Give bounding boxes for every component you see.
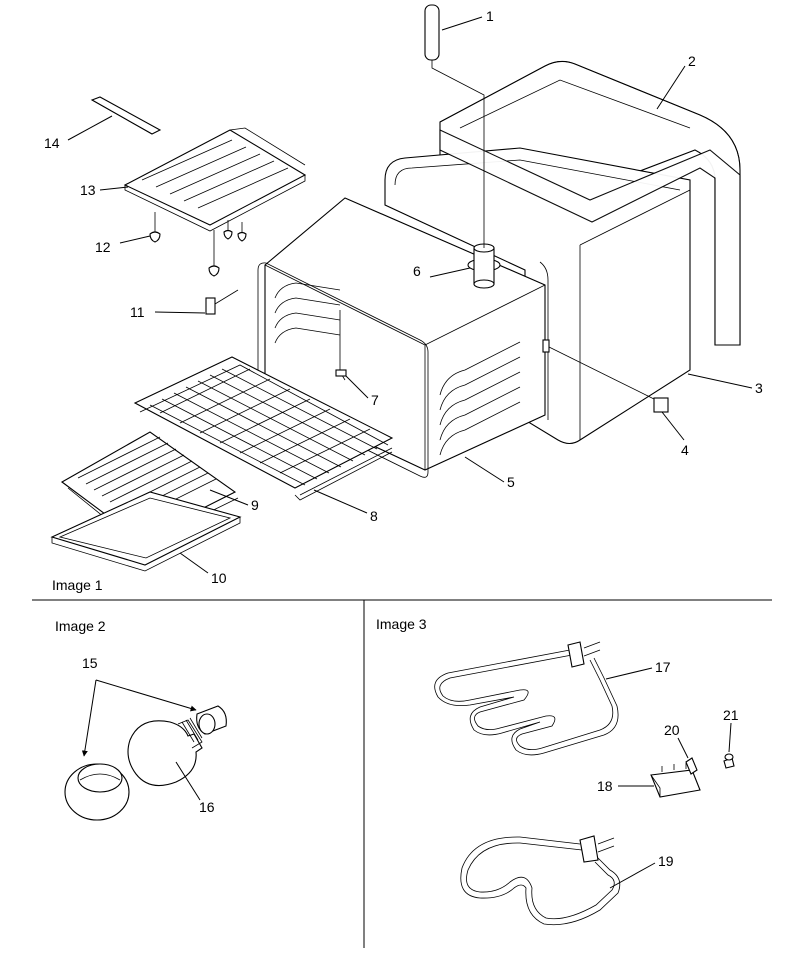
glass-sleeve: [196, 705, 227, 735]
callout-10: 10: [211, 570, 227, 586]
callout-15: 15: [82, 655, 98, 671]
mounting-clips: [149, 212, 247, 277]
temperature-sensor: [424, 4, 485, 248]
callout-16: 16: [199, 799, 215, 815]
callout-11: 11: [130, 304, 145, 320]
terminal-block: [650, 763, 701, 798]
callout-9: 9: [251, 497, 259, 513]
callout-13: 13: [80, 182, 96, 198]
broiler-shield: [123, 127, 307, 232]
callout-1: 1: [486, 8, 494, 24]
bracket-part-11: [205, 289, 239, 315]
image3-title: Image 3: [376, 616, 427, 632]
image2-title: Image 2: [55, 618, 106, 634]
screw-part-21: [723, 753, 735, 769]
clip-part-20: [685, 757, 698, 775]
image1-callouts: 1 2 3 4 5 6 7 8 9 10 11 12 13 14 Image 1: [44, 8, 763, 593]
bracket-part-4: [542, 339, 669, 413]
callout-7: 7: [371, 392, 379, 408]
callout-20: 20: [664, 722, 680, 738]
callout-6: 6: [413, 263, 421, 279]
callout-2: 2: [688, 53, 696, 69]
callout-3: 3: [755, 380, 763, 396]
callout-21: 21: [723, 707, 739, 723]
image3-panel: Image 3 17 18 20 21: [376, 616, 739, 926]
broil-element: [460, 835, 621, 926]
callout-14: 14: [44, 135, 60, 151]
callout-4: 4: [681, 442, 689, 458]
broil-pan: [50, 491, 242, 572]
callout-12: 12: [95, 239, 111, 255]
callout-19: 19: [658, 853, 674, 869]
panel-dividers: [32, 599, 772, 948]
bake-element: [434, 641, 619, 756]
callout-5: 5: [507, 474, 515, 490]
callout-18: 18: [597, 778, 613, 794]
callout-8: 8: [370, 508, 378, 524]
lens-cover: [64, 763, 130, 821]
sensor-part-7: [335, 310, 347, 381]
image2-panel: Image 2 15 16: [55, 618, 227, 821]
oven-rack: [133, 356, 394, 501]
light-bulb: [127, 717, 203, 787]
image1-title: Image 1: [52, 577, 103, 593]
shelf-bar: [90, 96, 162, 135]
callout-17: 17: [655, 659, 671, 675]
